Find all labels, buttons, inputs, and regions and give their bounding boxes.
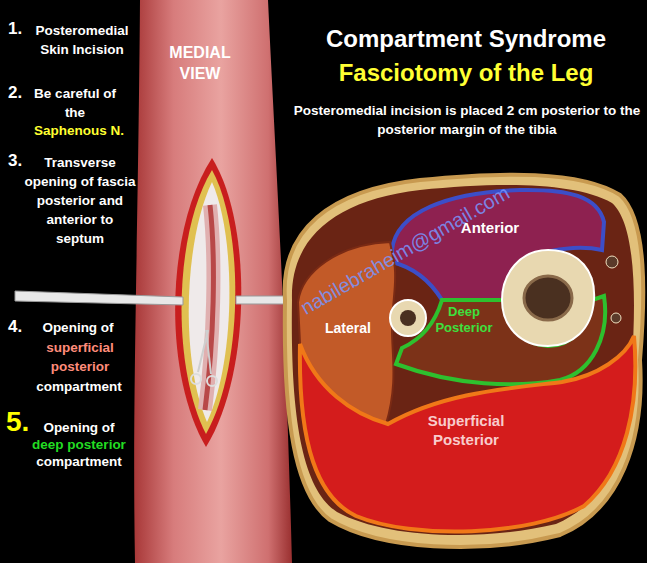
tibia-marrow (524, 276, 572, 320)
vessel (606, 256, 618, 268)
scissors-ring (207, 376, 217, 386)
compartment-label: Superficial Posterior (411, 411, 521, 449)
compartment-label: Deep Posterior (428, 304, 500, 336)
incision-edge (175, 158, 241, 447)
step-text: Opening of (30, 318, 126, 337)
step-text: Transverse opening of fascia posterior a… (24, 153, 136, 248)
vessel (611, 313, 621, 323)
step-text: 2. (8, 83, 30, 102)
skin-section (285, 175, 644, 547)
step-text: 5. (6, 406, 36, 438)
compartment-region: Superficial Posterior (295, 330, 645, 545)
title: Compartment Syndrome (290, 24, 642, 54)
tibia (502, 250, 594, 346)
fibula-marrow (400, 310, 416, 326)
step-text: 1. (8, 19, 30, 38)
watermark: nabilebraheim@gmail.com (278, 170, 532, 331)
step-text: MEDIAL VIEW (158, 42, 242, 84)
scissors-ring (191, 374, 201, 384)
fat-layer (182, 170, 236, 434)
scissors-blade (206, 330, 211, 374)
step-text: 4. (8, 317, 30, 336)
step-text: Posteromedial incision is placed 2 cm po… (292, 101, 642, 139)
step-text: Fasciotomy of the Leg (290, 58, 642, 88)
step-text: 3. (8, 151, 30, 170)
step-text: compartment (24, 452, 134, 471)
step-text: Posteromedial Skin Incision (30, 21, 134, 59)
step-text: deep posterior (24, 435, 134, 454)
compartment-label: Anterior (440, 218, 540, 237)
retractor (15, 291, 183, 305)
fascia (189, 182, 230, 422)
step-text: Be careful of the (30, 84, 120, 122)
step-text: compartment (24, 377, 134, 396)
compartment-outline (300, 336, 635, 532)
step-text: superficial posterior (30, 338, 130, 376)
step-text: Opening of (34, 418, 124, 437)
step-text: Saphenous N. (24, 121, 134, 140)
fibula (390, 300, 426, 336)
compartment-label: Lateral (316, 319, 380, 337)
leg (134, 0, 292, 563)
